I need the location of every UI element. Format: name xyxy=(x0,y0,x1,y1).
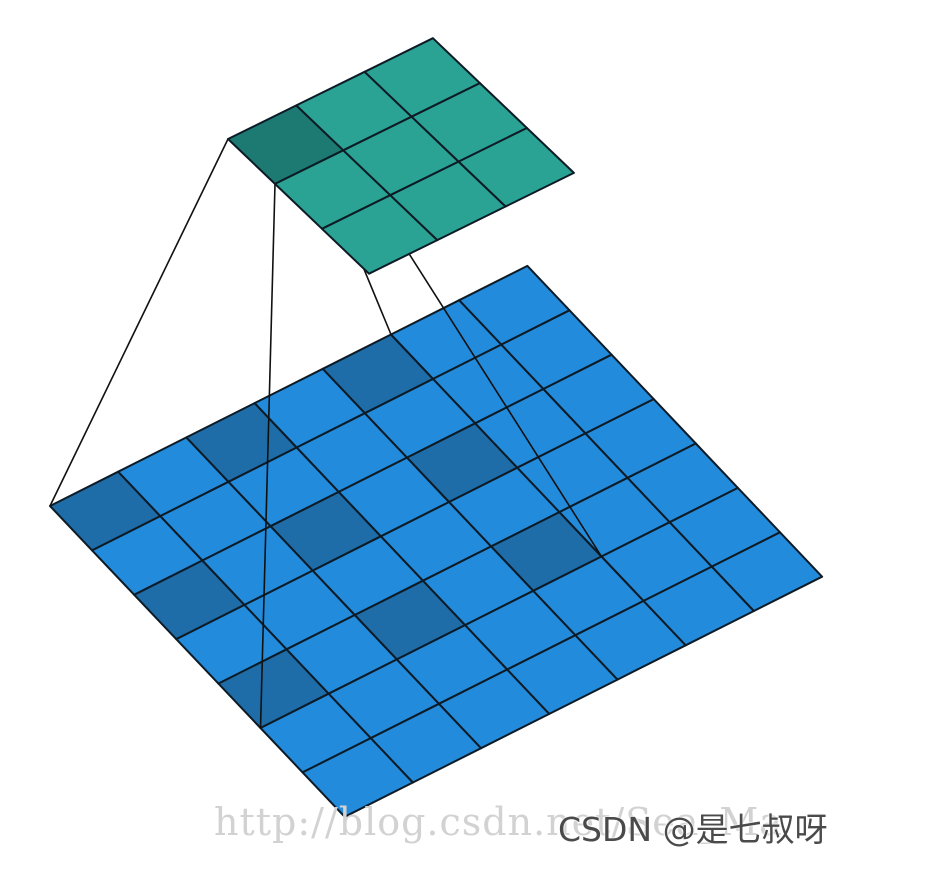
output-feature-map xyxy=(227,37,575,275)
watermark-url: http://blog.csdn.net/Sea_Ma xyxy=(214,800,783,844)
watermark-brand: CSDN @是七叔呀 xyxy=(558,810,828,849)
output-cell xyxy=(457,127,575,208)
connector-line xyxy=(49,138,229,507)
connector-line xyxy=(259,183,276,729)
input-cell xyxy=(710,531,824,612)
input-feature-map xyxy=(49,264,824,818)
